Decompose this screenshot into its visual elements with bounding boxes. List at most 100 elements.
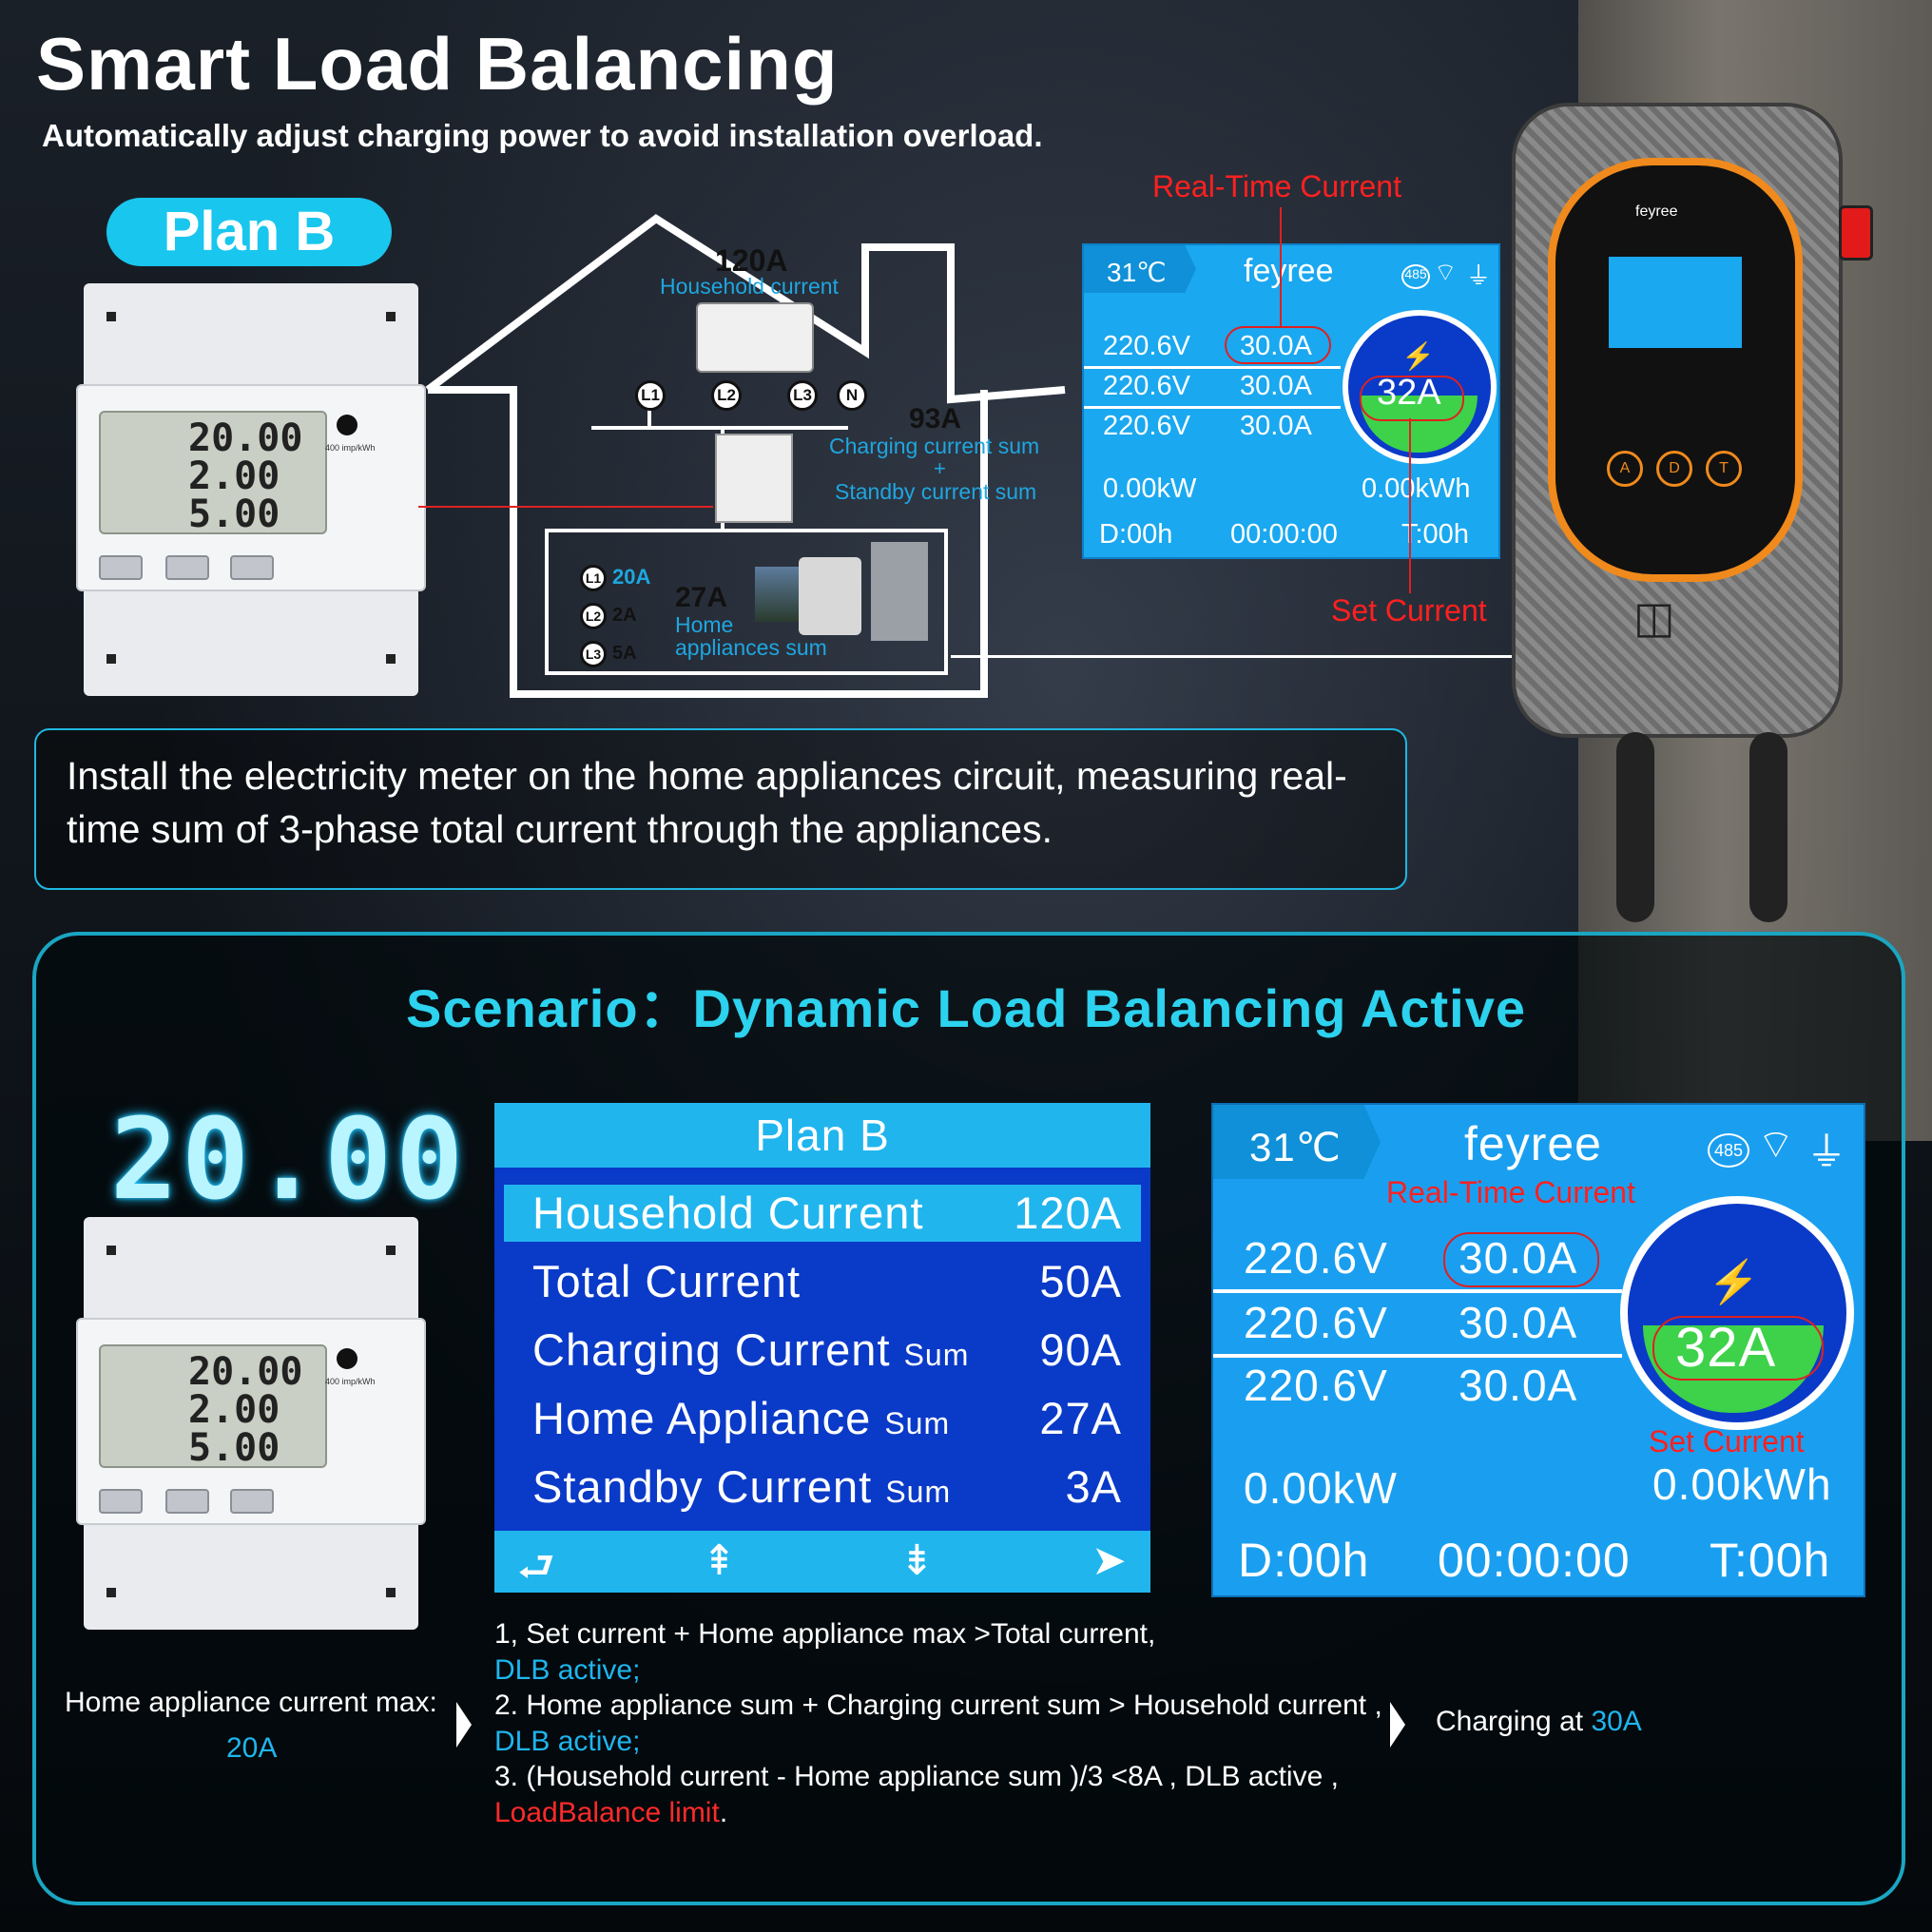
charging-cable-right [1749, 732, 1787, 922]
screen-temp: 31℃ [1249, 1125, 1342, 1169]
meter-rate-label: 400 imp/kWh [325, 443, 376, 453]
meter-reading-1: 20.00 [188, 416, 303, 460]
scroll-up-icon[interactable]: ⇞ [702, 1537, 737, 1584]
fridge-icon [871, 542, 928, 641]
row-household-current[interactable]: Household Current 120A [532, 1187, 1122, 1239]
row-value: 27A [1039, 1393, 1122, 1443]
meter-reading-1: 20.00 [188, 1350, 303, 1394]
screen-brand: feyree [1244, 253, 1334, 289]
row-home-appliance[interactable]: Home Appliance Sum 27A [532, 1392, 1122, 1444]
ground-icon: ⏚ [1806, 1130, 1848, 1174]
screen-divider-1 [1213, 1289, 1622, 1293]
screen-t: T:00h [1710, 1534, 1831, 1587]
meter-enter-button[interactable] [230, 555, 274, 580]
screen-v3: 220.6V [1103, 411, 1190, 441]
setcurrent-callout-line [1409, 418, 1411, 593]
screen-power: 0.00kW [1244, 1463, 1398, 1513]
screen-duration: D:00h [1099, 519, 1173, 550]
appliance-l3-value: 5A [612, 643, 637, 664]
charging-label: Charging current sum [829, 434, 1040, 458]
row-label: Household Current [532, 1188, 924, 1238]
condition-3: 3. (Household current - Home appliance s… [494, 1761, 1339, 1792]
meter-link-line [418, 506, 713, 508]
plan-b-panel-title: Plan B [494, 1103, 1150, 1168]
row-charging-current[interactable]: Charging Current Sum 90A [532, 1323, 1122, 1376]
meter-lcd: 20.00 2.00 5.00 [99, 1344, 327, 1470]
screen-a2: 30.0A [1459, 1298, 1578, 1347]
meter-down-button[interactable] [165, 555, 209, 580]
result-text: Charging at 30A [1436, 1706, 1642, 1738]
row-value: 120A [1014, 1188, 1122, 1238]
meter-lcd: 20.00 2.00 5.00 [99, 411, 327, 536]
plus-sign: + [934, 456, 946, 480]
row-standby-current[interactable]: Standby Current Sum 3A [532, 1460, 1122, 1513]
appliance-max-value: 20A [226, 1732, 278, 1764]
household-value: 120A [715, 243, 788, 278]
plan-b-toolbar: ⮐ ⇞ ⇟ ➤ [494, 1531, 1150, 1593]
scroll-down-icon[interactable]: ⇟ [899, 1537, 935, 1584]
screen-v3: 220.6V [1244, 1361, 1388, 1410]
meter-up-button[interactable] [99, 1489, 143, 1514]
meter-down-button[interactable] [165, 1489, 209, 1514]
screen-v2: 220.6V [1244, 1298, 1388, 1347]
charger-face: feyree A D T [1548, 158, 1803, 582]
screen-divider-2 [1084, 406, 1341, 409]
charger-mini-screen [1609, 257, 1742, 348]
meter-enter-button[interactable] [230, 1489, 274, 1514]
cursor-icon[interactable]: ➤ [1092, 1537, 1127, 1584]
install-note-text: Install the electricity meter on the hom… [67, 754, 1347, 851]
charger-button-d[interactable]: D [1656, 451, 1692, 487]
phase-l2: L2 [711, 380, 742, 411]
screen-v1: 220.6V [1244, 1233, 1388, 1283]
setcurrent-callout: Set Current [1649, 1424, 1805, 1459]
row-total-current[interactable]: Total Current 50A [532, 1255, 1122, 1307]
screen-set-current: 32A [1675, 1317, 1777, 1379]
washing-machine-icon [799, 557, 861, 635]
charger-button-a[interactable]: A [1607, 451, 1643, 487]
realtime-highlight-ring [1225, 326, 1331, 364]
charging-cable-left [1616, 732, 1654, 922]
dlb-conditions: 1, Set current + Home appliance max >Tot… [494, 1616, 1388, 1830]
phase-n: N [837, 380, 867, 411]
appliance-l2-value: 2A [612, 605, 637, 626]
meter-reading-2: 2.00 [188, 454, 280, 498]
arrow-right-icon [1390, 1702, 1405, 1748]
mini-meter-icon [715, 434, 793, 523]
row-suffix: Sum [903, 1338, 970, 1372]
back-icon[interactable]: ⮐ [517, 1544, 555, 1591]
screen-a3: 30.0A [1240, 411, 1312, 441]
screen-a2: 30.0A [1240, 371, 1312, 401]
condition-1: 1, Set current + Home appliance max >Tot… [494, 1618, 1156, 1650]
meter-led-icon [337, 1348, 357, 1369]
plan-b-badge: Plan B [106, 198, 392, 266]
result-prefix: Charging at [1436, 1706, 1592, 1737]
household-label: Household current [660, 274, 839, 299]
condition-2: 2. Home appliance sum + Charging current… [494, 1690, 1382, 1721]
meter-led-icon [337, 415, 357, 435]
screen-set-current: 32A [1377, 373, 1441, 413]
row-label: Charging Current [532, 1324, 891, 1375]
condition-1-status: DLB active; [494, 1653, 641, 1686]
temp-tab [1213, 1105, 1381, 1179]
charging-bolt-icon: ⚡ [1401, 341, 1435, 371]
energy-meter-bottom: 20.00 2.00 5.00 400 imp/kWh [78, 1217, 424, 1630]
screen-v2: 220.6V [1103, 371, 1190, 401]
screen-a1: 30.0A [1459, 1233, 1578, 1283]
arrow-right-icon [456, 1702, 472, 1748]
emergency-switch[interactable] [1839, 205, 1873, 261]
appliance-phase-l2: L2 [580, 603, 607, 629]
row-value: 90A [1039, 1324, 1122, 1375]
charger-screen-large: 31℃ feyree 485 ⌔ ⏚ Real-Time Current 220… [1211, 1103, 1865, 1597]
screen-timer: 00:00:00 [1230, 519, 1338, 550]
screen-temp: 31℃ [1107, 258, 1167, 287]
install-note-box [34, 728, 1407, 890]
wifi-icon: ⌔ [1434, 258, 1458, 286]
realtime-callout: Real-Time Current [1386, 1175, 1635, 1209]
charger-button-t[interactable]: T [1706, 451, 1742, 487]
condition-2-status: DLB active; [494, 1725, 641, 1757]
meter-up-button[interactable] [99, 555, 143, 580]
setcurrent-highlight-ring [1360, 376, 1464, 421]
meter-big-reading: 20.00 [110, 1093, 468, 1225]
house-fill [525, 211, 1190, 212]
appliance-max-label: Home appliance current max: [65, 1687, 437, 1718]
